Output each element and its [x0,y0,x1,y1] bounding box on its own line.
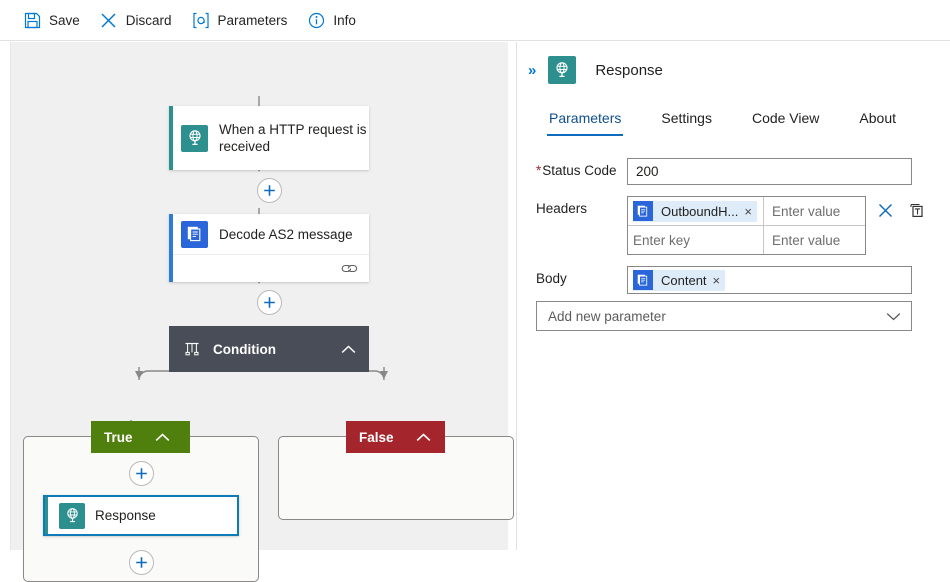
field-body: Body Content × [536,266,912,294]
command-bar: Save Discard Parameters Info [0,0,950,41]
branch-label: True [104,429,133,445]
headers-label: Headers [536,201,588,216]
save-button[interactable]: Save [14,5,89,35]
response-icon [59,502,85,529]
workflow-canvas[interactable]: When a HTTP request is received Decode A… [10,42,514,582]
branch-label: False [359,429,394,445]
node-response[interactable]: Response [43,495,239,536]
panel-header: » Response [517,42,950,98]
discard-icon [100,11,118,29]
branch-header-true[interactable]: True [91,421,190,453]
as2-decode-icon [633,201,653,221]
headers-value-placeholder-1: Enter value [772,203,841,219]
info-button[interactable]: Info [298,5,365,35]
node-accent-bar [169,106,173,170]
token-chip-content[interactable]: Content × [633,269,726,291]
headers-value-cell-2[interactable]: Enter value [764,226,865,254]
chevron-down-icon [886,312,901,321]
add-new-parameter-label: Add new parameter [548,308,666,324]
required-marker: * [536,163,542,178]
status-code-input[interactable]: 200 [627,158,912,185]
parameters-form: *Status Code 200 Headers [517,136,950,294]
collapse-panel-icon[interactable]: » [528,61,536,79]
clear-x-icon[interactable] [876,201,895,220]
node-footer [169,254,369,281]
node-label: Condition [213,341,276,357]
tab-parameters[interactable]: Parameters [547,110,624,136]
http-request-icon [181,124,208,152]
discard-label: Discard [125,12,172,28]
node-accent-bar [45,497,48,534]
status-code-label: *Status Code [536,163,617,178]
node-accent-bar [169,214,173,282]
parameters-icon [192,11,210,29]
node-label: Decode AS2 message [219,226,353,242]
headers-actions [876,196,926,224]
tab-about[interactable]: About [859,110,896,126]
panel-divider [516,42,517,550]
headers-row-2: Enter key Enter value [628,225,865,254]
add-action-button-true-bottom[interactable] [129,550,154,575]
tab-code-view[interactable]: Code View [751,110,820,126]
info-icon [307,11,325,29]
chip-label: Content [661,272,707,288]
headers-value-cell-1[interactable]: Enter value [764,197,865,225]
node-decode-as2-message[interactable]: Decode AS2 message [169,214,369,282]
parameters-button[interactable]: Parameters [183,5,297,35]
chip-remove-icon[interactable]: × [712,272,721,288]
info-label: Info [333,12,356,28]
add-action-button-true-top[interactable] [129,461,154,486]
branch-header-false[interactable]: False [346,421,445,453]
link-icon[interactable] [341,262,358,275]
switch-to-text-icon[interactable] [907,201,926,220]
node-label: When a HTTP request is received [219,122,367,154]
add-action-button-1[interactable] [257,178,282,203]
headers-key-cell-1[interactable]: OutboundH... × [628,197,764,225]
chevron-up-icon[interactable] [416,432,431,442]
chevron-up-icon[interactable] [155,432,170,442]
headers-table: OutboundH... × Enter value Enter key [627,196,866,255]
body-input[interactable]: Content × [627,266,912,294]
chip-remove-icon[interactable]: × [744,203,752,219]
field-status-code: *Status Code 200 [536,158,912,185]
as2-decode-icon [633,270,653,290]
node-label: Response [95,508,156,523]
field-headers: Headers OutboundH... × [536,196,923,255]
response-icon [548,56,577,84]
discard-button[interactable]: Discard [91,5,181,35]
headers-key-placeholder-2: Enter key [633,232,691,248]
page-title: Response [595,61,663,79]
panel-tabs: Parameters Settings Code View About [517,98,950,136]
headers-row-1: OutboundH... × Enter value [628,197,865,225]
token-chip-outbound-headers[interactable]: OutboundH... × [633,200,757,222]
node-when-http-request-received[interactable]: When a HTTP request is received [169,106,369,170]
chevron-up-icon[interactable] [341,344,356,354]
parameters-label: Parameters [217,12,288,28]
add-action-button-2[interactable] [257,290,282,315]
node-condition[interactable]: Condition [169,326,369,372]
headers-key-cell-2[interactable]: Enter key [628,226,764,254]
headers-value-placeholder-2: Enter value [772,232,841,248]
condition-icon [181,338,203,360]
tab-settings[interactable]: Settings [661,110,712,126]
save-icon [23,11,41,29]
chip-label: OutboundH... [661,203,739,219]
add-new-parameter-dropdown[interactable]: Add new parameter [536,301,912,331]
details-panel: » Response Parameters Settings Code View… [517,42,950,550]
as2-decode-icon [181,220,208,248]
body-label: Body [536,271,567,286]
save-label: Save [49,12,80,28]
